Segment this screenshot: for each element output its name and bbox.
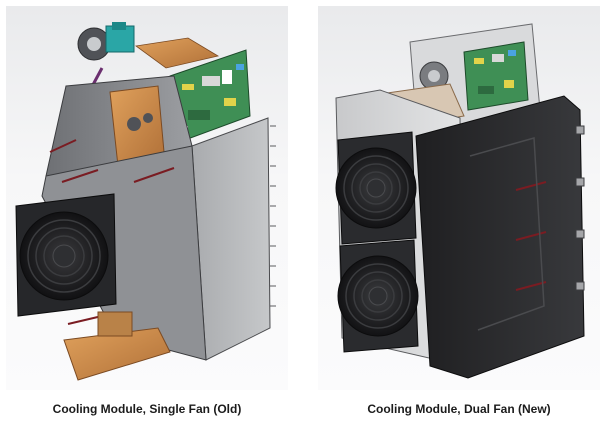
upper-cooling-fan-icon <box>335 131 417 245</box>
dual-fan-caption: Cooling Module, Dual Fan (New) <box>367 402 551 416</box>
recess-outline <box>469 137 545 331</box>
dual-fan-module-drawing <box>335 23 585 379</box>
single-fan-cooling-module-render <box>6 6 288 390</box>
top-copper-bracket <box>134 37 220 69</box>
cooling-fan-icon <box>15 193 117 317</box>
single-fan-module-drawing <box>15 22 276 381</box>
dual-fan-cooling-module-render <box>318 6 600 390</box>
lower-cooling-fan-icon <box>337 239 419 353</box>
red-slot-lines <box>49 139 175 325</box>
side-screws <box>575 125 585 291</box>
red-slot-lines <box>515 181 547 291</box>
pcb-board <box>463 41 529 111</box>
housing-dark-body <box>415 95 585 379</box>
heatsink-fins <box>270 125 276 307</box>
teal-motor-icon <box>77 22 135 61</box>
single-fan-caption: Cooling Module, Single Fan (Old) <box>52 402 242 416</box>
